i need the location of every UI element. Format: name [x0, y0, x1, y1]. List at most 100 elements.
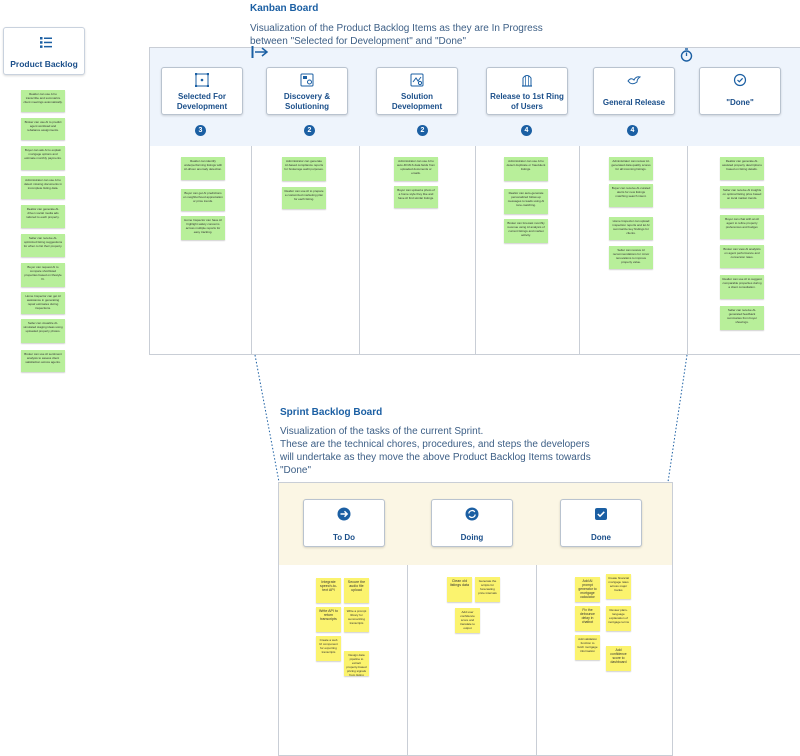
- backlog-sticky[interactable]: Realtor can use AI to transcribe and sum…: [21, 90, 65, 112]
- task-sticky[interactable]: Review plain-language explanation of mor…: [606, 606, 631, 631]
- kanban-column-body: Administrator can use AI to detect dupli…: [475, 146, 580, 354]
- birdcage-icon: [522, 75, 532, 87]
- discovery-solutioning-card[interactable]: Discovery & Solutioning: [266, 67, 348, 115]
- doves-icon: [627, 76, 641, 85]
- column-label: General Release: [602, 98, 666, 107]
- kanban-sticky[interactable]: Buyer can upload a photo of a home style…: [394, 186, 438, 208]
- arrow-right-circle-icon: [337, 507, 351, 521]
- kanban-sticky[interactable]: Home Inspector can upload inspection rep…: [609, 217, 653, 240]
- release-first-ring-card[interactable]: Release to 1st Ring of Users: [486, 67, 568, 115]
- doing-card[interactable]: Doing: [431, 499, 513, 547]
- sprint-column-done: Done: [536, 483, 672, 565]
- sprint-done-card[interactable]: Done: [560, 499, 642, 547]
- kanban-column-general: General Release 4: [579, 48, 688, 146]
- kanban-sticky[interactable]: Buyer can get AI predictions on neighbor…: [181, 189, 225, 211]
- backlog-sticky[interactable]: Administrator can use AI to detect missi…: [21, 176, 65, 199]
- sprint-title: Sprint Backlog Board: [280, 407, 383, 418]
- backlog-sticky[interactable]: Realtor can generate AI-driven social me…: [21, 205, 65, 228]
- kanban-sticky[interactable]: Seller can receive AI-generated feedback…: [720, 306, 764, 330]
- kanban-column-solution: Solution Development 2: [359, 48, 476, 146]
- todo-card[interactable]: To Do: [303, 499, 385, 547]
- kanban-board: Selected For Development 3 Realtor can i…: [149, 47, 800, 355]
- sprint-column-body: Clean old listings data Generate the scr…: [407, 565, 537, 755]
- kanban-sticky[interactable]: Broker can forecast monthly revenue usin…: [504, 219, 548, 243]
- list-icon: [40, 37, 52, 48]
- count-badge: 3: [195, 125, 206, 136]
- task-sticky[interactable]: Secure the audio file upload: [344, 578, 369, 603]
- kanban-column-release: Release to 1st Ring of Users 4: [475, 48, 580, 146]
- kanban-sticky[interactable]: Realtor can use AI to prepare a customiz…: [282, 187, 326, 209]
- sprint-column-todo: To Do: [279, 483, 408, 565]
- backlog-sticky[interactable]: Broker can use AI to predict agent workl…: [21, 118, 65, 140]
- kanban-sticky[interactable]: Administrator can review AI-generated da…: [609, 157, 653, 180]
- kanban-subtitle-2: between "Selected for Development" and "…: [250, 36, 466, 47]
- kanban-sticky[interactable]: Realtor can use AI to suggest comparable…: [720, 275, 764, 299]
- sprint-line-4: "Done": [280, 465, 312, 476]
- backlog-sticky[interactable]: Seller can receive AI-optimized listing …: [21, 234, 65, 257]
- discovery-icon: [300, 73, 314, 87]
- task-sticky[interactable]: Write API to return transcripts: [316, 607, 341, 632]
- sprint-line-1: Visualization of the tasks of the curren…: [280, 426, 484, 437]
- column-label: "Done": [726, 98, 754, 107]
- backlog-sticky[interactable]: Buyer can ask AI to explain mortgage opt…: [21, 146, 65, 170]
- task-sticky[interactable]: Integrate speech-to-text API: [316, 578, 341, 603]
- task-sticky[interactable]: Generate the scripts for forecasting pri…: [475, 577, 500, 602]
- kanban-sticky[interactable]: Seller can receive AI recommendations fo…: [609, 246, 653, 269]
- kanban-column-selected: Selected For Development 3: [150, 48, 252, 146]
- column-label: To Do: [332, 533, 356, 542]
- column-label: Selected For Development: [176, 92, 228, 111]
- sprint-backlog-board: To Do Integrate speech-to-text API Secur…: [278, 482, 673, 756]
- count-badge: 2: [417, 125, 428, 136]
- task-sticky[interactable]: Fix the debounce delay in chatbot: [575, 606, 600, 631]
- count-badge: 4: [627, 125, 638, 136]
- kanban-column-done: "Done": [687, 48, 800, 146]
- task-sticky[interactable]: Create financial mortgage rates across m…: [606, 574, 631, 599]
- task-sticky[interactable]: Add AI prompt generator to mortgage calc…: [575, 577, 600, 602]
- backlog-sticky[interactable]: Broker can use AI sentiment analysis to …: [21, 350, 65, 372]
- selected-for-development-card[interactable]: Selected For Development: [161, 67, 243, 115]
- kanban-title: Kanban Board: [250, 3, 319, 14]
- wip-start-arrow-icon: [251, 46, 269, 58]
- kanban-sticky[interactable]: Buyer can receive AI-curated alerts for …: [609, 184, 653, 207]
- column-label: Solution Development: [391, 92, 443, 111]
- kanban-column-body: Realtor can generate AI-assisted propert…: [687, 146, 800, 354]
- product-backlog-title: Product Backlog: [10, 59, 78, 69]
- general-release-card[interactable]: General Release: [593, 67, 675, 115]
- task-sticky[interactable]: Add validation function to fetch mortgag…: [575, 635, 600, 660]
- kanban-sticky[interactable]: Seller can receive AI insights on optima…: [720, 186, 764, 208]
- kanban-sticky[interactable]: Administrator can use AI to detect dupli…: [504, 157, 548, 181]
- kanban-sticky[interactable]: Realtor can auto-generate personalized f…: [504, 189, 548, 214]
- column-label: Discovery & Solutioning: [283, 92, 331, 111]
- task-sticky[interactable]: Add user confidence score and translate …: [455, 608, 480, 633]
- sprint-column-body: Integrate speech-to-text API Secure the …: [279, 565, 408, 755]
- product-backlog-card[interactable]: Product Backlog: [3, 27, 85, 75]
- task-sticky[interactable]: Add confidence score to dashboard: [606, 646, 631, 671]
- kanban-sticky[interactable]: Broker can view AI analytics on agent pe…: [720, 245, 764, 268]
- column-label: Done: [591, 533, 611, 542]
- sync-icon: [465, 507, 479, 521]
- kanban-column-body: Administrator can review AI-generated da…: [579, 146, 688, 354]
- task-sticky[interactable]: Write a prompt library for summarizing t…: [344, 607, 369, 632]
- stopwatch-icon: [680, 48, 693, 62]
- kanban-sticky[interactable]: Realtor can generate AI-assisted propert…: [720, 157, 764, 180]
- backlog-sticky[interactable]: Buyer can request AI to compare shortlis…: [21, 263, 65, 287]
- kanban-sticky[interactable]: Administrator can generate AI-based comp…: [282, 157, 326, 181]
- solution-icon: [410, 73, 424, 87]
- kanban-sticky[interactable]: Administrator can use AI to auto-fill ML…: [394, 157, 438, 181]
- backlog-sticky[interactable]: Seller can visualize AI-simulated stagin…: [21, 319, 65, 343]
- kanban-sticky[interactable]: Realtor can identify underperforming lis…: [181, 157, 225, 180]
- task-sticky[interactable]: Clean old listings data: [447, 577, 472, 602]
- sprint-column-body: Add AI prompt generator to mortgage calc…: [536, 565, 672, 755]
- kanban-sticky[interactable]: Home Inspector can have AI highlight saf…: [181, 216, 225, 240]
- kanban-sticky[interactable]: Buyer can chat with an AI agent to refin…: [720, 215, 764, 239]
- kanban-column-body: Realtor can identify underperforming lis…: [150, 146, 252, 354]
- task-sticky[interactable]: Create a web UI component for exporting …: [316, 636, 341, 661]
- solution-development-card[interactable]: Solution Development: [376, 67, 458, 115]
- done-card[interactable]: "Done": [699, 67, 781, 115]
- column-label: Release to 1st Ring of Users: [490, 92, 564, 111]
- kanban-subtitle-1: Visualization of the Product Backlog Ite…: [250, 23, 543, 34]
- sprint-line-3: will undertake as they move the above Pr…: [280, 452, 591, 463]
- kanban-column-body: Administrator can use AI to auto-fill ML…: [359, 146, 476, 354]
- backlog-sticky[interactable]: Home Inspector can get AI assistance in …: [21, 292, 65, 314]
- task-sticky[interactable]: Design data pipeline to extract property…: [344, 651, 369, 676]
